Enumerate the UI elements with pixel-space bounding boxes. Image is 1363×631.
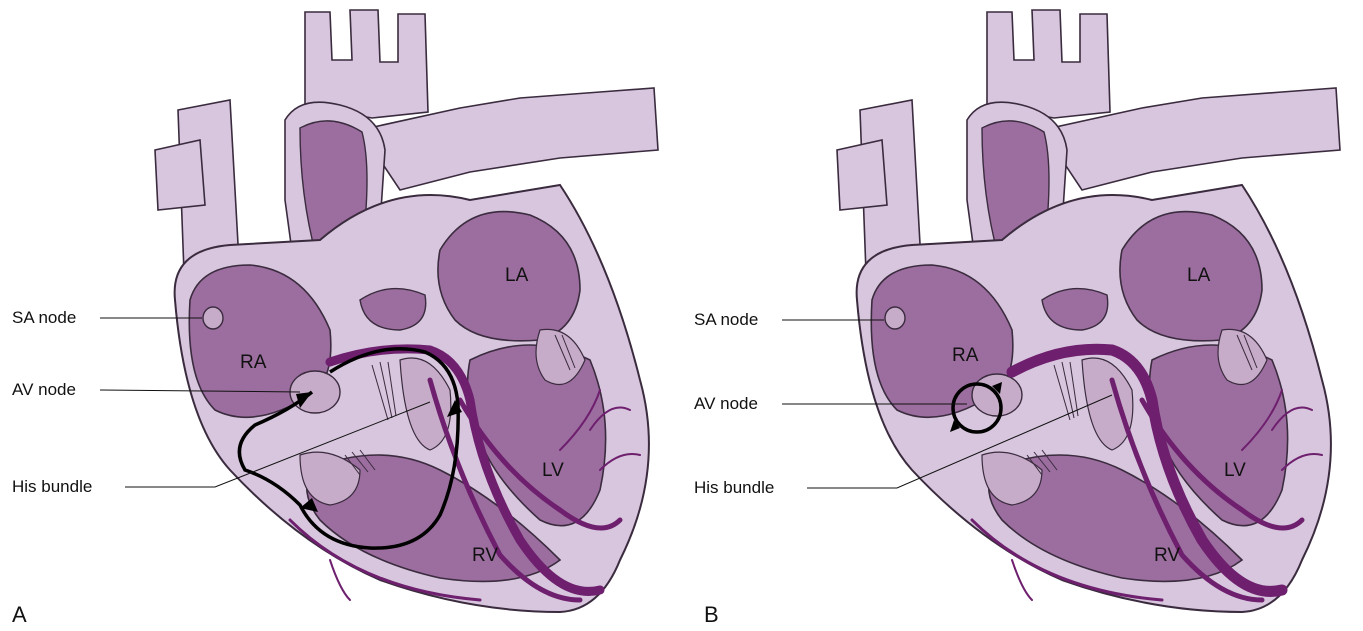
sa-node [885, 307, 905, 329]
heart-diagram-a [0, 0, 681, 631]
his-bundle-label: His bundle [694, 478, 774, 498]
la-label: LA [505, 265, 528, 287]
ra-label: RA [952, 345, 978, 367]
panel-letter-b: B [704, 603, 719, 627]
sa-node [203, 307, 223, 329]
pulmonary-vein-left [155, 140, 205, 210]
panel-a: SA node AV node His bundle LA RA LV RV A [0, 0, 681, 631]
his-bundle-label: His bundle [12, 477, 92, 497]
heart-diagram-b [682, 0, 1363, 631]
la-label: LA [1187, 265, 1210, 287]
panel-b: SA node AV node His bundle LA RA LV RV B [682, 0, 1363, 631]
lv-label: LV [542, 460, 564, 482]
rv-label: RV [472, 545, 498, 567]
sa-node-label: SA node [12, 308, 76, 328]
av-node-label: AV node [12, 380, 76, 400]
rv-label: RV [1154, 545, 1180, 567]
lv-label: LV [1224, 460, 1246, 482]
panel-letter-a: A [12, 603, 27, 627]
ra-label: RA [240, 352, 266, 374]
av-node-label: AV node [694, 394, 758, 414]
sa-node-label: SA node [694, 310, 758, 330]
pulmonary-vein-left [837, 140, 887, 210]
